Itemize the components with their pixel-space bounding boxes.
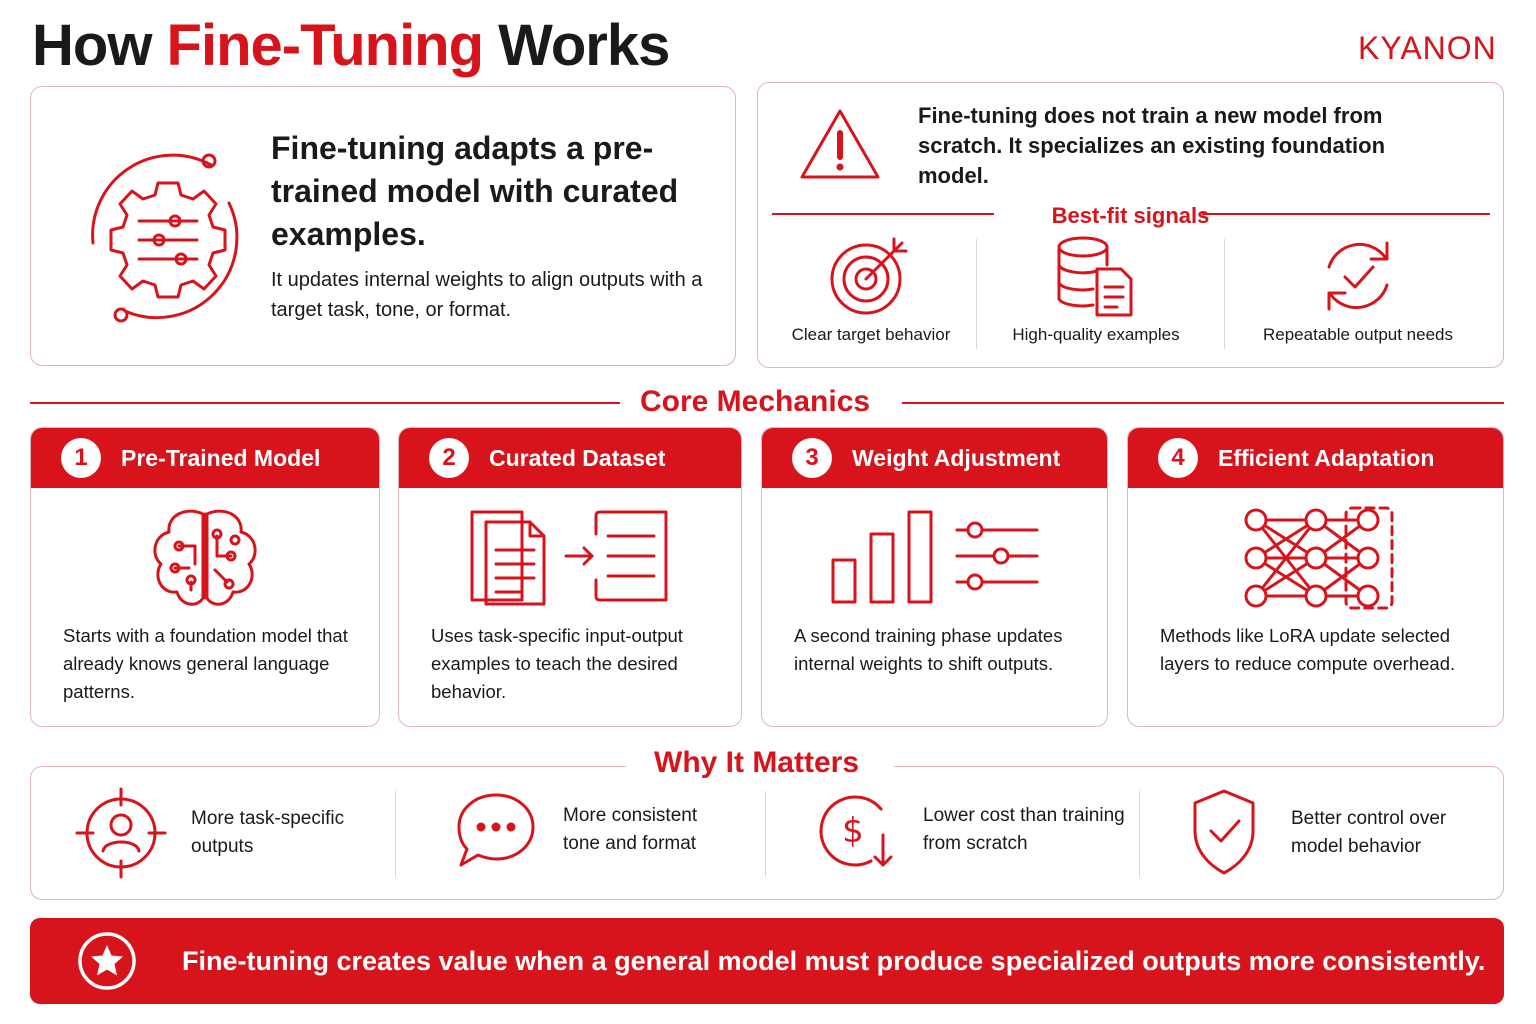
database-document-icon	[1004, 233, 1188, 319]
step-card-dataset: 2 Curated Dataset Uses task-specific inp…	[398, 427, 742, 727]
intro-heading: Fine-tuning adapts a pre-trained model w…	[271, 130, 679, 252]
signals-rule-left	[772, 213, 994, 215]
warning-icon	[798, 107, 882, 183]
why-text: More task-specific outputs	[191, 808, 345, 857]
star-icon	[76, 930, 138, 992]
step-title: Pre-Trained Model	[121, 444, 321, 471]
title-highlight: Fine-Tuning	[166, 13, 484, 78]
step-description: A second training phase updates internal…	[794, 625, 1063, 674]
why-title-backdrop	[626, 744, 894, 788]
conclusion-banner: Fine-tuning creates value when a general…	[30, 918, 1504, 1004]
shield-check-icon	[1181, 787, 1267, 879]
signal-label: High-quality examples	[1012, 325, 1180, 344]
bars-sliders-icon	[762, 506, 1107, 606]
why-card: More task-specific outputs More consiste…	[30, 766, 1504, 900]
why-divider	[395, 791, 396, 877]
why-item-consistent: More consistent tone and format	[453, 787, 733, 873]
why-text: Lower cost than training from scratch	[923, 805, 1125, 854]
step-description: Starts with a foundation model that alre…	[63, 625, 348, 702]
step-title: Efficient Adaptation	[1218, 444, 1435, 471]
signal-label: Repeatable output needs	[1263, 325, 1453, 344]
step-number: 1	[61, 438, 101, 478]
neural-network-icon	[1128, 506, 1503, 610]
banner-text: Fine-tuning creates value when a general…	[182, 945, 1486, 976]
refresh-check-icon	[1250, 233, 1466, 319]
dollar-down-icon: $	[813, 787, 899, 873]
brain-circuit-icon	[31, 506, 379, 610]
signal-divider	[1224, 239, 1225, 349]
gear-sliders-icon	[83, 133, 253, 329]
intro-card: Fine-tuning adapts a pre-trained model w…	[30, 86, 736, 366]
step-title: Weight Adjustment	[852, 444, 1061, 471]
svg-text:$: $	[842, 811, 864, 851]
step-header: 2 Curated Dataset	[399, 428, 741, 488]
step-title: Curated Dataset	[489, 444, 666, 471]
why-divider	[765, 791, 766, 877]
step-card-weights: 3 Weight Adjustment A second training ph…	[761, 427, 1108, 727]
why-item-control: Better control over model behavior	[1181, 787, 1471, 879]
user-target-icon	[75, 787, 167, 879]
brand-logo: KYANON	[1358, 30, 1497, 66]
step-number: 2	[429, 438, 469, 478]
chat-bubble-icon	[453, 787, 539, 873]
why-text: More consistent tone and format	[563, 805, 698, 854]
title-part-2: Works	[483, 13, 670, 78]
signal-item-repeatable: Repeatable output needs	[1250, 233, 1466, 345]
signal-item-target: Clear target behavior	[786, 233, 956, 345]
step-header: 4 Efficient Adaptation	[1128, 428, 1503, 488]
page-title: How Fine-Tuning Works	[32, 12, 670, 79]
signals-note: Fine-tuning does not train a new model f…	[918, 103, 1386, 188]
step-card-efficient: 4 Efficient Adaptation Methods like LoRA…	[1127, 427, 1504, 727]
step-number: 4	[1158, 438, 1198, 478]
signal-item-examples: High-quality examples	[1004, 233, 1188, 345]
core-rule-right	[902, 402, 1504, 404]
step-header: 3 Weight Adjustment	[762, 428, 1107, 488]
why-item-task-specific: More task-specific outputs	[75, 787, 381, 879]
signal-divider	[976, 239, 977, 349]
target-icon	[786, 233, 956, 319]
intro-body: It updates internal weights to align out…	[271, 269, 703, 321]
step-description: Methods like LoRA update selected layers…	[1160, 625, 1456, 674]
why-divider	[1139, 791, 1140, 877]
documents-arrow-icon	[399, 506, 741, 606]
signals-rule-right	[1202, 213, 1490, 215]
why-text: Better control over model behavior	[1291, 808, 1447, 857]
core-rule-left	[30, 402, 620, 404]
core-mechanics-title: Core Mechanics	[640, 385, 871, 418]
signals-card: Fine-tuning does not train a new model f…	[757, 82, 1504, 368]
why-item-lower-cost: $ Lower cost than training from scratch	[813, 787, 1133, 873]
signals-title: Best-fit signals	[1051, 203, 1210, 228]
why-it-matters-title: Why It Matters	[654, 746, 860, 779]
title-part-1: How	[32, 13, 167, 78]
step-header: 1 Pre-Trained Model	[31, 428, 379, 488]
step-card-pretrained: 1 Pre-Trained Model Starts with a founda…	[30, 427, 380, 727]
step-description: Uses task-specific input-output examples…	[431, 625, 683, 702]
step-number: 3	[792, 438, 832, 478]
signal-label: Clear target behavior	[791, 325, 951, 344]
